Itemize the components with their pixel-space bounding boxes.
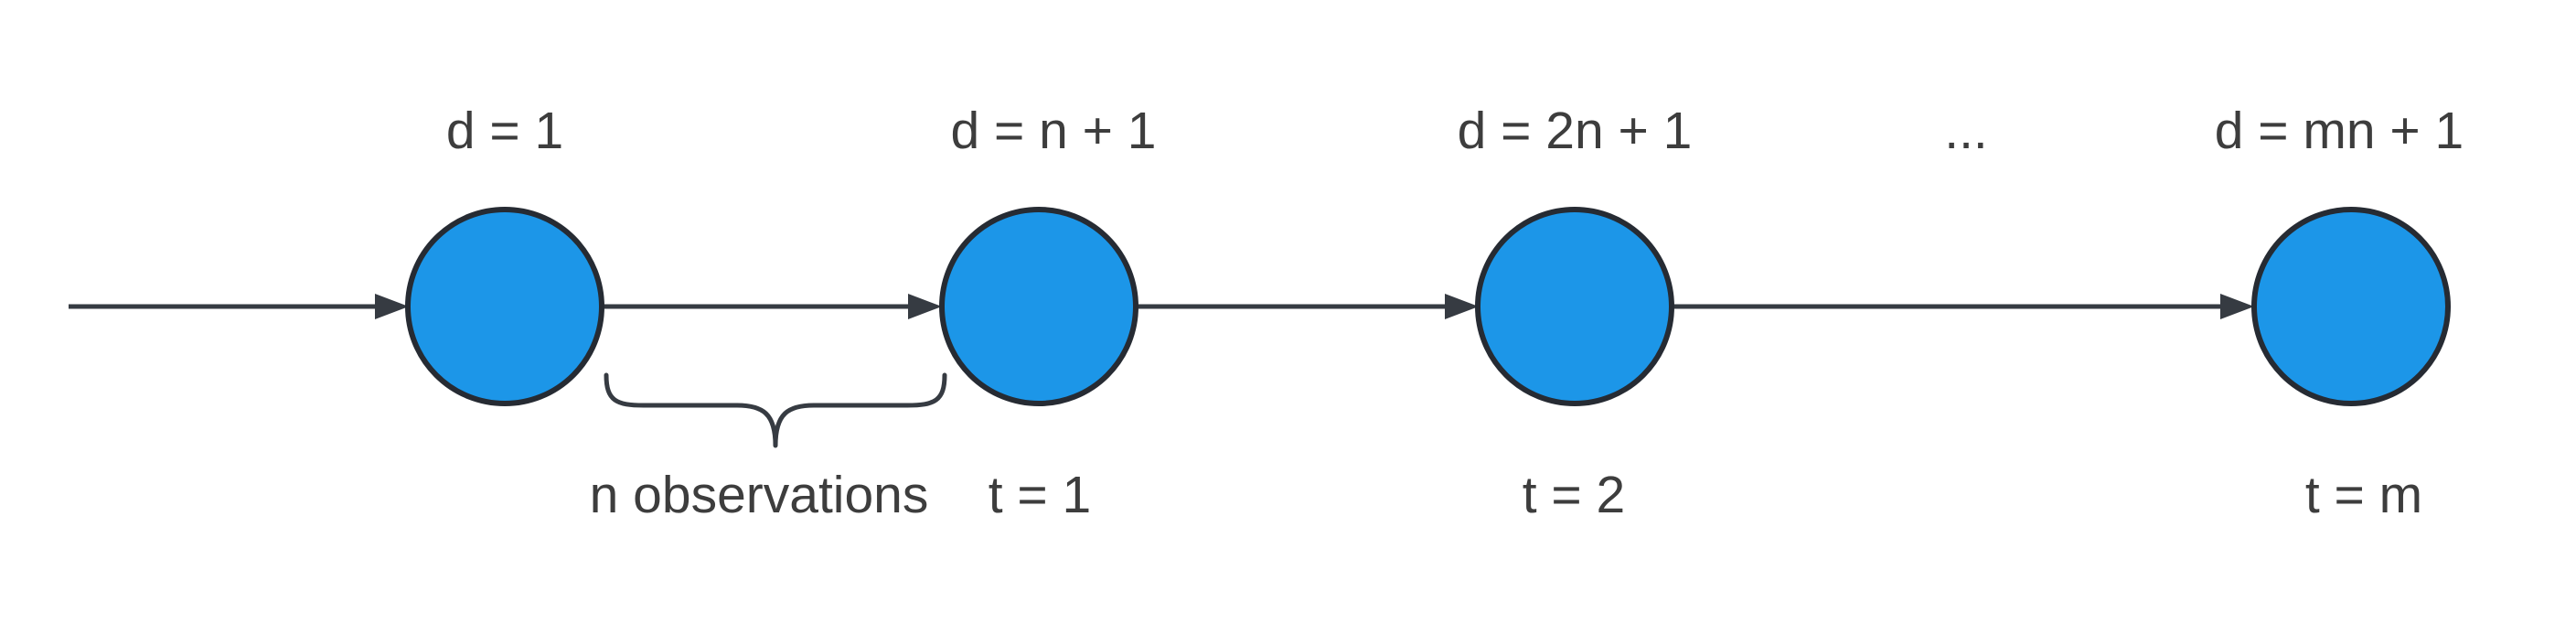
node-top-label: d = mn + 1 <box>2214 102 2464 160</box>
arrowhead-icon <box>375 294 409 319</box>
ellipsis-label: ... <box>1944 102 1988 160</box>
brace-label: n observations <box>589 466 929 524</box>
arrowhead-icon <box>1445 294 1479 319</box>
arrowhead-icon <box>2220 294 2254 319</box>
arrowhead-icon <box>908 294 942 319</box>
state-node-4 <box>2251 207 2451 406</box>
node-top-label: d = n + 1 <box>950 102 1157 160</box>
node-top-label: d = 2n + 1 <box>1457 102 1693 160</box>
node-top-label: d = 1 <box>445 102 564 160</box>
time-label: t = 2 <box>1522 466 1626 524</box>
observation-brace <box>604 372 947 448</box>
state-node-2 <box>939 207 1138 406</box>
time-label: t = 1 <box>988 466 1092 524</box>
state-node-1 <box>405 207 604 406</box>
state-node-3 <box>1475 207 1674 406</box>
time-label: t = m <box>2304 466 2423 524</box>
